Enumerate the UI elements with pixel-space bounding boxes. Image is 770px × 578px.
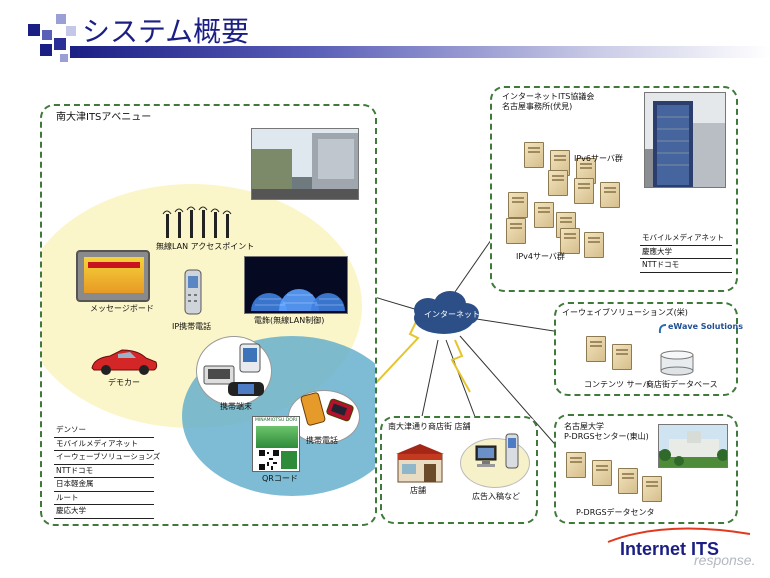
member-item: NTTドコモ bbox=[640, 259, 732, 273]
shopping-title: 南大津通り商店街 店舗 bbox=[388, 422, 471, 431]
ipv4-server-icon bbox=[534, 202, 554, 228]
ipv4-server-icon bbox=[584, 232, 604, 258]
car-label: デモカー bbox=[108, 378, 140, 387]
dome-photo bbox=[244, 256, 348, 314]
avenue-members: デンソー モバイルメディアネット イーウェーブソリューションズ NTTドコモ 日… bbox=[54, 424, 160, 519]
pdrgs-server-icon bbox=[642, 476, 662, 502]
member-item: NTTドコモ bbox=[54, 465, 154, 478]
member-item: デンソー bbox=[54, 424, 154, 438]
contents-server-icon bbox=[586, 336, 606, 362]
wlan-label: 無線LAN アクセスポイント bbox=[156, 242, 255, 251]
logo-swoosh-icon bbox=[607, 527, 751, 543]
street-photo bbox=[251, 128, 359, 200]
office-title-1: インターネットITS協議会 bbox=[502, 92, 595, 101]
handheld-terminal-icon bbox=[203, 343, 264, 396]
ipv4-server-icon bbox=[508, 192, 528, 218]
contents-label: コンテンツ サーバ bbox=[584, 380, 651, 389]
office-members: モバイルメディアネット 慶應大学 NTTドコモ bbox=[640, 232, 732, 273]
database-icon bbox=[660, 350, 694, 376]
ewave-title: イーウェイブソリューションズ(栄) bbox=[562, 308, 688, 317]
ewave-logo: eWave Solutions bbox=[668, 322, 744, 331]
internet-its-logo: Internet ITS bbox=[620, 539, 720, 559]
avenue-label: 南大津ITSアベニュー bbox=[56, 112, 152, 123]
ipv6-server-icon bbox=[600, 182, 620, 208]
qr-label: QRコード bbox=[262, 474, 298, 483]
ip-phone-label: IP携帯電話 bbox=[172, 322, 212, 331]
phone-label: 携帯電話 bbox=[306, 436, 338, 445]
pdrgs-label: P-DRGSデータセンタ bbox=[576, 508, 655, 517]
pdrgs-server-icon bbox=[618, 468, 638, 494]
ipv4-label: IPv4サーバ群 bbox=[516, 252, 565, 261]
office-building-photo bbox=[644, 92, 726, 188]
header-squares bbox=[0, 0, 80, 70]
internet-cloud-icon bbox=[414, 291, 479, 334]
office-title-2: 名古屋事務所(伏見) bbox=[502, 102, 573, 111]
member-item: 慶應大学 bbox=[640, 246, 732, 259]
ipv6-server-icon bbox=[524, 142, 544, 168]
db-label: 商店街データベース bbox=[646, 380, 718, 389]
ad-label: 広告入稿など bbox=[472, 492, 520, 501]
store-icon bbox=[396, 444, 444, 483]
demo-car-icon bbox=[91, 349, 158, 375]
dome-label: 電飾(無線LAN制御) bbox=[254, 316, 325, 325]
qr-card: MINAMIOTSU DORI bbox=[252, 416, 300, 472]
ip-phone-icon bbox=[184, 269, 202, 315]
internet-label: インターネット bbox=[424, 310, 480, 319]
ipv6-server-icon bbox=[548, 170, 568, 196]
store-phone-icon bbox=[505, 433, 519, 469]
pc-icon bbox=[475, 445, 497, 467]
univ-title-1: 名古屋大学 bbox=[564, 422, 604, 431]
qr-card-text: MINAMIOTSU DORI bbox=[255, 418, 298, 423]
qr-code-icon bbox=[259, 450, 279, 470]
member-item: イーウェーブソリューションズ bbox=[54, 451, 160, 465]
contents-server-icon bbox=[612, 344, 632, 370]
page-title: システム概要 bbox=[82, 15, 250, 48]
member-item: モバイルメディアネット bbox=[640, 232, 732, 246]
ipv4-server-icon bbox=[506, 218, 526, 244]
pdrgs-server-icon bbox=[592, 460, 612, 486]
message-board-icon bbox=[76, 250, 150, 302]
univ-title-2: P-DRGSセンター(東山) bbox=[564, 432, 649, 441]
store-label: 店舗 bbox=[410, 486, 426, 495]
ipv6-server-icon bbox=[574, 178, 594, 204]
wlan-antenna-icons bbox=[162, 206, 232, 238]
board-label: メッセージボード bbox=[90, 304, 154, 313]
header-bar bbox=[70, 46, 770, 58]
mobile-phone-icon bbox=[300, 392, 354, 426]
ipv6-server-icon bbox=[576, 158, 596, 184]
pdrgs-server-icon bbox=[566, 452, 586, 478]
terminal-label: 携帯端末 bbox=[220, 402, 252, 411]
member-item: ルート bbox=[54, 492, 154, 505]
member-item: 慶応大学 bbox=[54, 505, 154, 519]
member-item: 日本軽金属 bbox=[54, 478, 154, 492]
ewave-box bbox=[554, 302, 738, 396]
ipv4-server-icon bbox=[560, 228, 580, 254]
response-watermark: response. bbox=[694, 552, 756, 568]
ewave-logo-icon bbox=[658, 320, 668, 334]
member-item: モバイルメディアネット bbox=[54, 438, 154, 451]
ipv6-label: IPv6サーバ群 bbox=[574, 154, 623, 163]
university-photo bbox=[658, 424, 728, 468]
